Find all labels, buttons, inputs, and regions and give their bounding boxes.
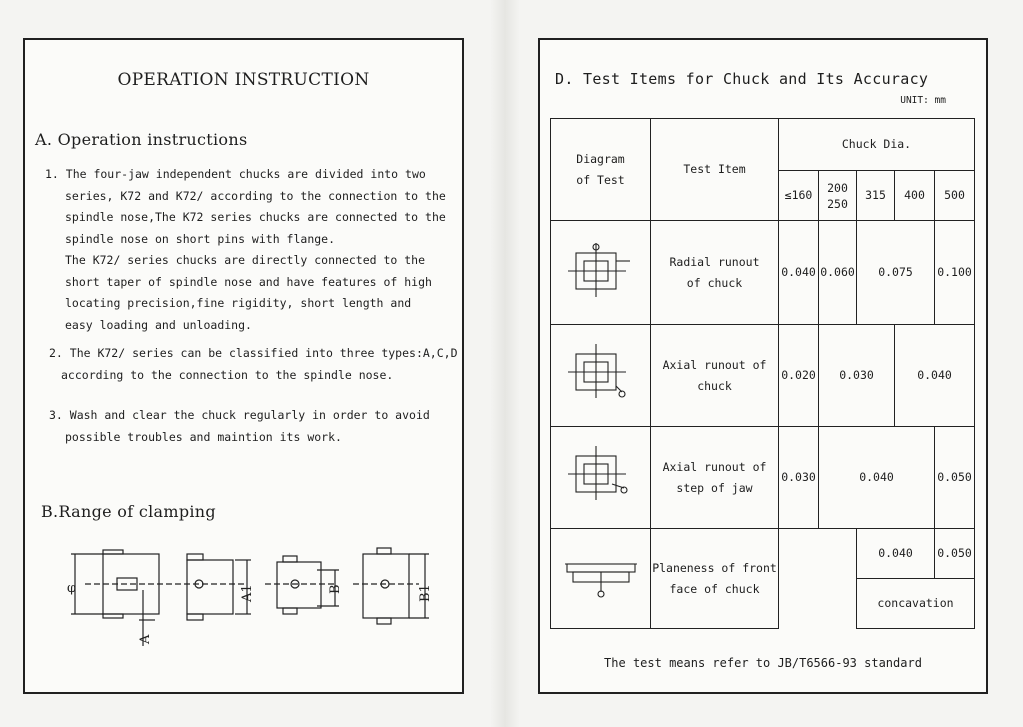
text-line: locating precision,fine rigidity, short … — [65, 296, 412, 310]
test-item-step-runout: Axial runout of step of jaw — [650, 426, 779, 529]
dia-400: 400 — [894, 170, 935, 221]
dia-500: 500 — [933, 170, 976, 221]
diagram-planeness — [550, 528, 651, 629]
cell-value: 0.060 — [818, 220, 857, 325]
text-line: spindle nose on short pins with flange. — [65, 231, 336, 246]
concavation-note: concavation — [855, 578, 976, 629]
clamp-diagram-a1 — [175, 553, 251, 621]
clamp-diagram-b1 — [353, 547, 429, 625]
text-line: 1. The four-jaw independent chucks are d… — [45, 167, 426, 181]
standard-caption: The test means refer to JB/T6566-93 stan… — [604, 656, 922, 670]
book-gutter — [490, 0, 520, 727]
instruction-item-1: 1. The four-jaw independent chucks are d… — [45, 164, 446, 336]
dim-label-b: B — [328, 584, 343, 594]
cell-value: 0.040 — [893, 324, 976, 427]
instruction-item-3: 3. Wash and clear the chuck regularly in… — [49, 405, 430, 448]
diagram-radial-runout — [550, 220, 651, 325]
cell-value: 0.040 — [778, 220, 819, 325]
cell-value: 0.020 — [778, 324, 819, 427]
dia-160: ≤160 — [778, 170, 819, 221]
cell-value: 0.040 — [856, 528, 935, 579]
text-line: spindle nose,The K72 series chucks are c… — [65, 210, 446, 224]
section-b-heading: B.Range of clamping — [41, 502, 216, 521]
text-line: series, K72 and K72/ according to the co… — [65, 188, 446, 203]
dim-label-a: A — [138, 634, 153, 645]
unit-label: UNIT: mm — [900, 95, 946, 106]
test-item-planeness: Planeness of front face of chuck — [650, 528, 779, 629]
text-line: 2. The K72/ series can be classified int… — [49, 346, 458, 360]
blank-cell — [778, 528, 857, 629]
clamp-diagram-outer-diameter — [71, 549, 175, 646]
clamping-diagrams: φ A A1 B B1 — [67, 547, 433, 646]
right-page: D. Test Items for Chuck and Its Accuracy… — [538, 38, 988, 694]
left-page: OPERATION INSTRUCTION A. Operation instr… — [23, 38, 464, 694]
test-item-axial-runout: Axial runout of chuck — [650, 324, 779, 427]
section-a-heading: A. Operation instructions — [35, 130, 248, 149]
header-chuck-dia: Chuck Dia. — [777, 118, 976, 171]
text-line: short taper of spindle nose and have fea… — [65, 274, 432, 289]
header-diagram: Diagram of Test — [550, 118, 651, 221]
text-line: 3. Wash and clear the chuck regularly in… — [49, 408, 430, 422]
text-line: easy loading and unloading. — [65, 317, 252, 332]
page-title: D. Test Items for Chuck and Its Accuracy — [555, 70, 929, 88]
text-line: according to the connection to the spind… — [61, 367, 394, 382]
diagram-axial-runout — [550, 324, 651, 427]
text-line: possible troubles and maintion its work. — [65, 429, 342, 444]
cell-value: 0.040 — [818, 426, 935, 529]
dia-200-250: 200 250 — [818, 170, 857, 221]
cell-value: 0.100 — [933, 220, 976, 325]
cell-value: 0.050 — [933, 528, 976, 579]
dim-label-phi: φ — [67, 581, 76, 596]
accuracy-table: Diagram of Test Test Item Chuck Dia. ≤16… — [550, 118, 976, 629]
cell-value: 0.075 — [856, 220, 935, 325]
text-line: The K72/ series chucks are directly conn… — [65, 253, 426, 267]
cell-value: 0.030 — [818, 324, 895, 427]
instruction-item-2: 2. The K72/ series can be classified int… — [49, 343, 458, 386]
dim-label-a1: A1 — [240, 584, 255, 603]
dim-label-b1: B1 — [418, 584, 433, 602]
header-test-item: Test Item — [650, 118, 779, 221]
cell-value: 0.050 — [933, 426, 976, 529]
page-title: OPERATION INSTRUCTION — [117, 70, 370, 90]
clamp-diagram-b — [265, 555, 339, 615]
cell-value: 0.030 — [778, 426, 819, 529]
dia-315: 315 — [856, 170, 895, 221]
diagram-step-runout — [550, 426, 651, 529]
test-item-radial-runout: Radial runout of chuck — [650, 220, 779, 325]
